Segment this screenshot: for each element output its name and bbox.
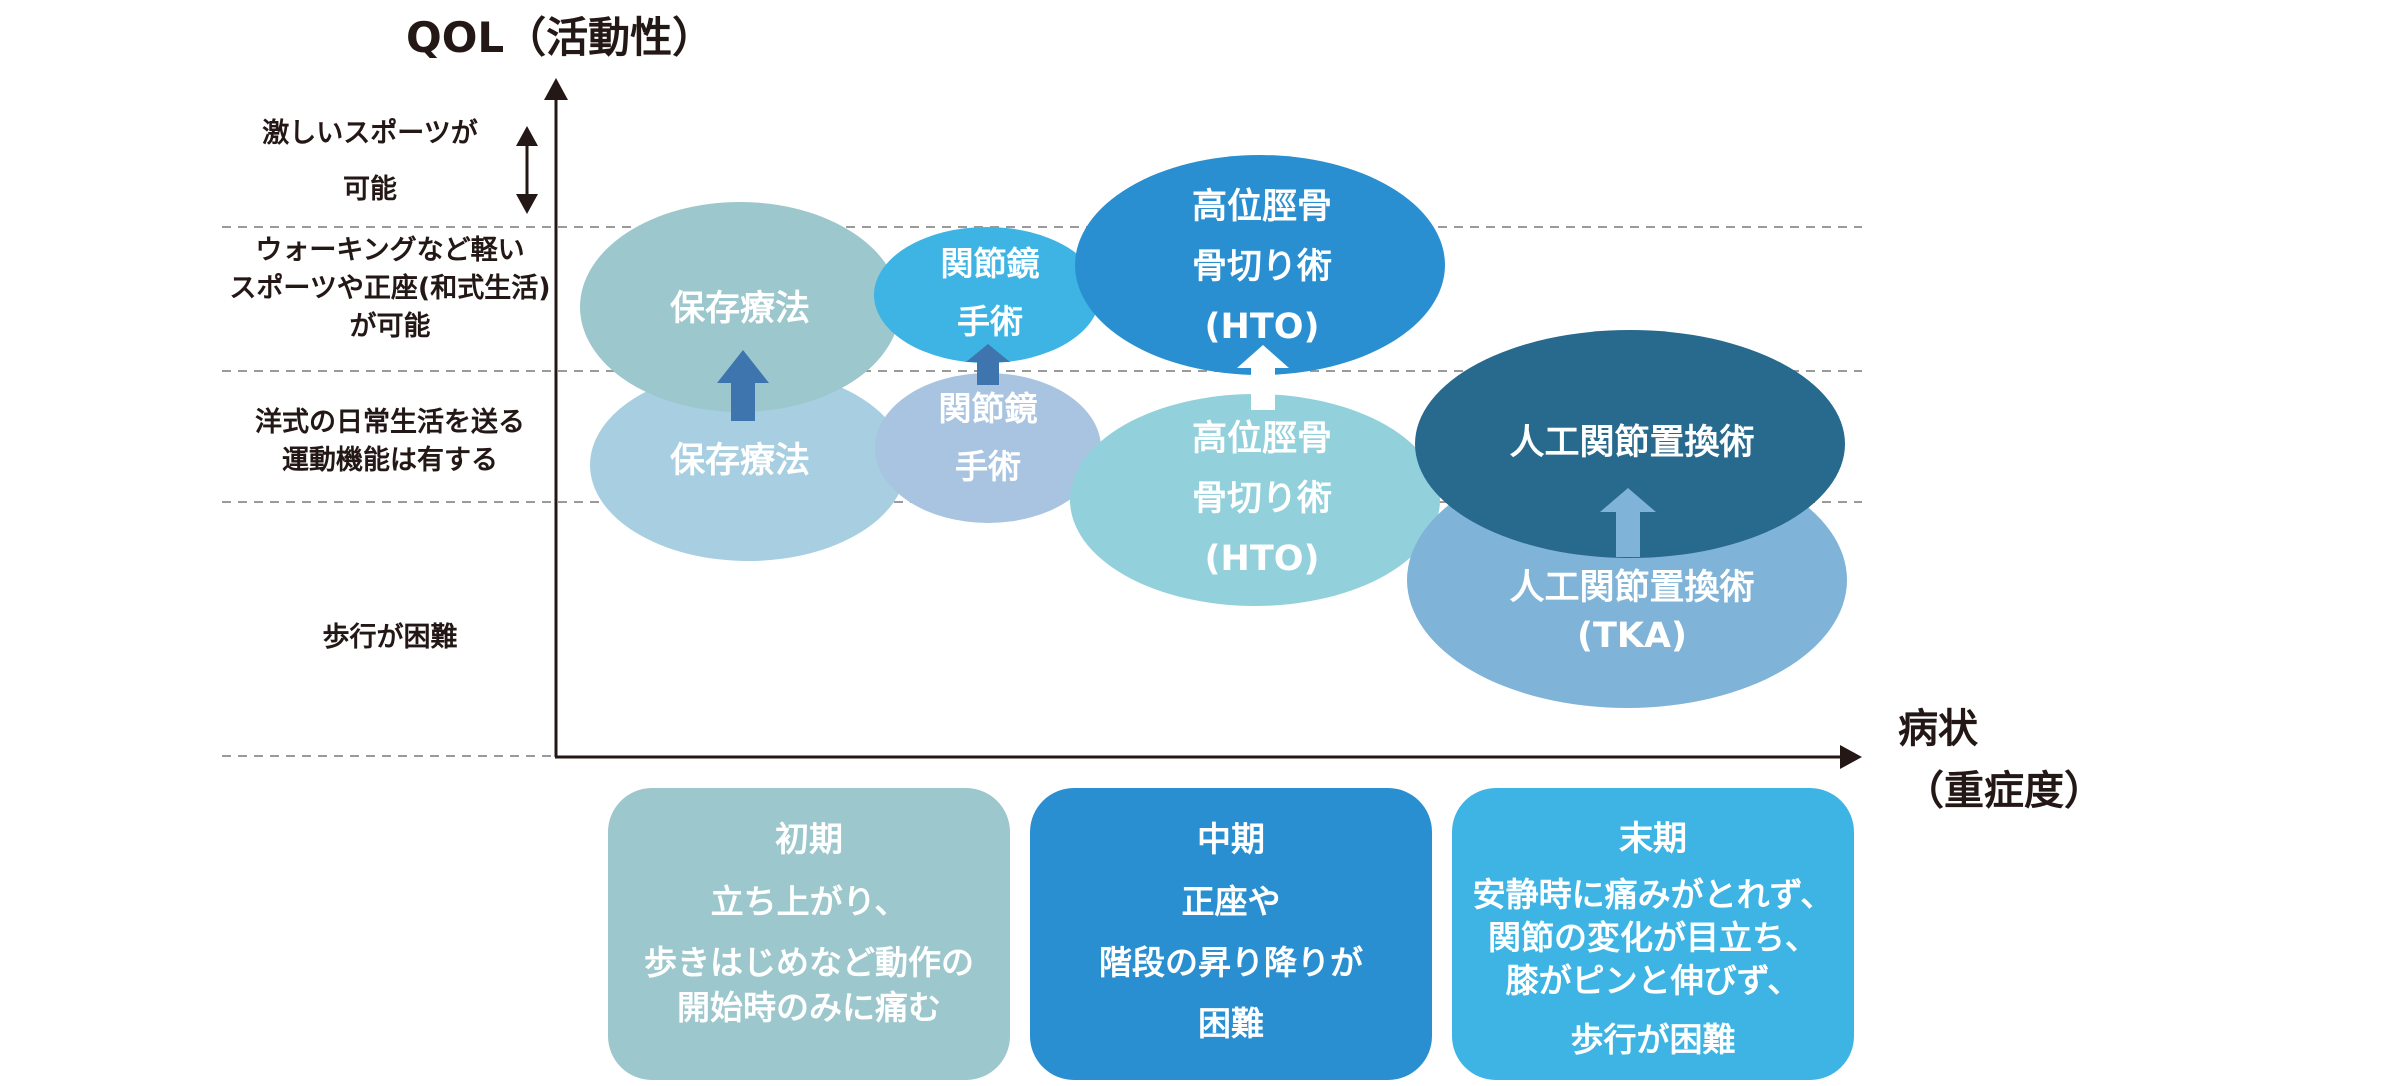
arthroscopy-improve-arrow-icon [966, 344, 1010, 385]
level-line: が可能 [349, 311, 431, 342]
level-line: 可能 [343, 174, 397, 205]
tka-improve-arrow-icon [1600, 488, 1656, 557]
label-line: 人工関節置換術 [1509, 423, 1755, 463]
label-line: 関節鏡 [938, 389, 1038, 428]
hto-before-label: 高位脛骨 骨切り術 (HTO) [1192, 409, 1332, 589]
stage-title: 中期 [1197, 820, 1265, 860]
stage-text-line: 正座や [1181, 882, 1281, 921]
stage-text-line: 歩きはじめなど動作の [644, 943, 974, 982]
label-line: (HTO) [1204, 539, 1320, 579]
hto-before-ellipse [1070, 394, 1440, 606]
stage-text-line: 立ち上がり、 [710, 882, 908, 921]
tka-after-label: 人工関節置換術 [1509, 419, 1754, 467]
x-axis-title: 病状 （重症度） [1898, 698, 2104, 822]
tka-before-label: 人工関節置換術 (TKA) [1509, 564, 1754, 660]
label-line: 高位脛骨 [1191, 419, 1333, 459]
hto-after-ellipse [1075, 155, 1445, 375]
hto-improve-arrow-icon [1237, 345, 1289, 410]
conservative-improve-arrow-icon [717, 350, 769, 421]
level-line: 歩行が困難 [322, 622, 458, 653]
y-axis-arrow-icon [544, 78, 568, 100]
stage-title: 初期 [775, 820, 843, 860]
level-line: スポーツや正座(和式生活) [229, 273, 551, 304]
label-line: (HTO) [1204, 307, 1320, 347]
stage-text-line: 階段の昇り降りが [1099, 943, 1363, 982]
x-axis-arrow-icon [1840, 745, 1862, 769]
stage-title: 末期 [1619, 819, 1687, 859]
x-axis-title-line2: （重症度） [1904, 768, 2104, 814]
arthroscopy-after-ellipse [874, 227, 1100, 363]
arthroscopy-after-label: 関節鏡 手術 [941, 235, 1040, 351]
level-line: ウォーキングなど軽い [255, 235, 525, 266]
label-line: (TKA) [1576, 616, 1688, 656]
level-label-walking-difficult: 歩行が困難 [225, 619, 555, 657]
level-line: 運動機能は有する [282, 445, 498, 476]
stage-card-late: 末期 安静時に痛みがとれず、 関節の変化が目立ち、 膝がピンと伸びず、 歩行が困… [1452, 788, 1854, 1080]
level-line: 激しいスポーツが [262, 118, 478, 149]
stage-card-middle: 中期 正座や 階段の昇り降りが 困難 [1030, 788, 1432, 1080]
conservative-after-label: 保存療法 [670, 285, 810, 333]
double-arrow-down-icon [516, 194, 538, 214]
level-label-intense-sports: 激しいスポーツが 可能 [220, 115, 520, 209]
label-line: 高位脛骨 [1191, 187, 1333, 227]
level-line: 洋式の日常生活を送る [255, 407, 525, 438]
label-line: 人工関節置換術 [1509, 568, 1755, 608]
stage-card-early: 初期 立ち上がり、 歩きはじめなど動作の 開始時のみに痛む [608, 788, 1010, 1080]
hto-after-label: 高位脛骨 骨切り術 (HTO) [1192, 177, 1332, 357]
tka-after-ellipse [1415, 330, 1845, 558]
label-line: 手術 [955, 447, 1021, 486]
conservative-before-label: 保存療法 [670, 437, 810, 485]
stage-text-line: 安静時に痛みがとれず、 [1472, 875, 1834, 914]
stage-text-line: 歩行が困難 [1570, 1020, 1736, 1059]
arthroscopy-before-ellipse [875, 373, 1101, 523]
label-line: 保存療法 [669, 441, 811, 481]
label-line: 保存療法 [669, 289, 811, 329]
arthroscopy-before-label: 関節鏡 手術 [939, 380, 1038, 496]
label-line: 骨切り術 [1191, 247, 1333, 287]
conservative-after-ellipse [580, 202, 900, 412]
level-label-light-sports: ウォーキングなど軽い スポーツや正座(和式生活) が可能 [225, 232, 555, 346]
conservative-before-ellipse [590, 369, 906, 561]
stage-text-line: 関節の変化が目立ち、 [1488, 918, 1818, 957]
label-line: 手術 [957, 302, 1023, 341]
stage-text-line: 開始時のみに痛む [677, 988, 941, 1027]
label-line: 関節鏡 [940, 244, 1040, 283]
y-axis-title: QOL（活動性） [406, 13, 715, 62]
x-axis-title-line1: 病状 [1898, 706, 1978, 752]
stage-text-line: 困難 [1198, 1004, 1264, 1043]
double-arrow-up-icon [516, 126, 538, 146]
level-label-daily-life: 洋式の日常生活を送る 運動機能は有する [225, 404, 555, 480]
stage-text-line: 膝がピンと伸びず、 [1505, 961, 1801, 1000]
label-line: 骨切り術 [1191, 479, 1333, 519]
